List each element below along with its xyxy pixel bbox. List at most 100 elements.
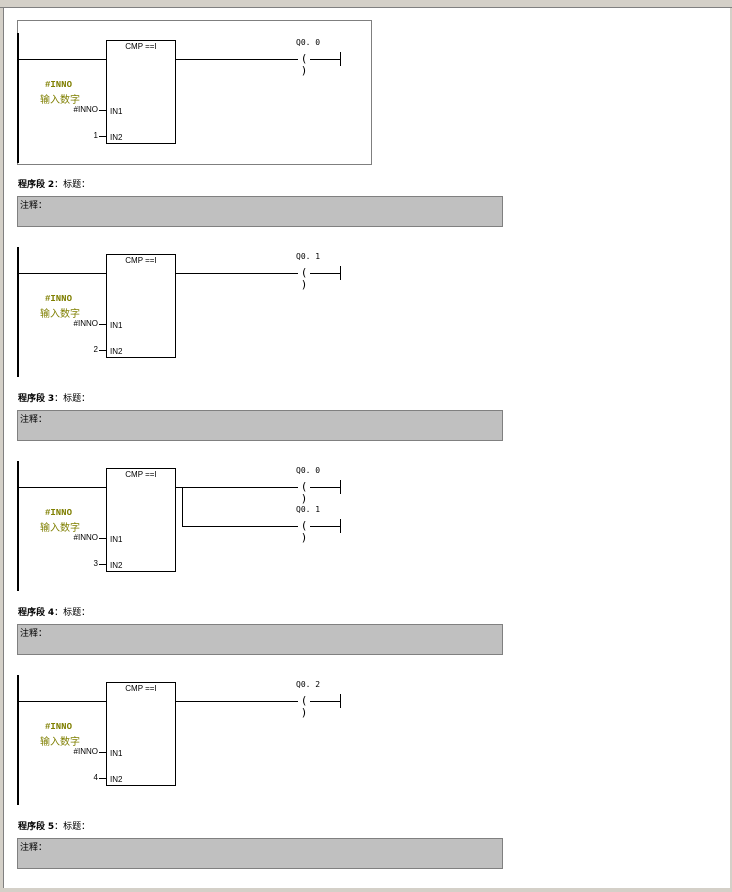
network-2-comment-box[interactable]: 注释： (17, 196, 503, 227)
in1-pin-label: IN1 (110, 749, 123, 758)
coil-address[interactable]: Q0. 1 (296, 252, 321, 261)
coil-symbol[interactable]: ( ) (300, 266, 308, 291)
editor-top-border (0, 0, 732, 8)
network-title-suffix: ：标题： (54, 180, 91, 190)
in1-pin-label: IN1 (110, 107, 123, 116)
coil-end-bar (340, 694, 341, 708)
network-2-title[interactable]: 程序段 2：标题： (18, 177, 90, 190)
in1-operand[interactable]: #INNO (73, 747, 98, 756)
network-number: 3 (47, 394, 55, 404)
coil-end-bar (340, 480, 341, 494)
output-wire (176, 701, 298, 702)
network-number: 2 (47, 180, 55, 190)
network-title-prefix: 程序段 (18, 180, 46, 190)
in2-operand[interactable]: 1 (93, 131, 98, 140)
compare-label: CMP ==I (125, 684, 157, 693)
network-4-comment-box[interactable]: 注释： (17, 624, 503, 655)
network-title-suffix: ：标题： (54, 822, 91, 832)
in2-pin-label: IN2 (110, 133, 123, 142)
network-3-title[interactable]: 程序段 3：标题： (18, 391, 90, 404)
in1-pin-line (99, 110, 106, 111)
coil-symbol[interactable]: ( ) (300, 694, 308, 719)
compare-label: CMP ==I (125, 470, 157, 479)
comment-label: 注释： (20, 629, 48, 639)
coil-address[interactable]: Q0. 1 (296, 505, 321, 514)
network-5-comment-box[interactable]: 注释： (17, 838, 503, 869)
power-rail (17, 247, 19, 377)
variable-name: #INNO (44, 722, 72, 732)
power-rail (17, 33, 19, 163)
in2-pin-label: IN2 (110, 561, 123, 570)
compare-label: CMP ==I (125, 42, 157, 51)
coil-end-bar (340, 266, 341, 280)
branch-output-wire (182, 526, 298, 527)
variable-name: #INNO (44, 80, 72, 90)
network-title-prefix: 程序段 (18, 394, 46, 404)
in2-pin-label: IN2 (110, 775, 123, 784)
power-rail (17, 461, 19, 591)
coil-symbol[interactable]: ( ) (300, 519, 308, 544)
in1-operand[interactable]: #INNO (73, 105, 98, 114)
compare-box[interactable]: CMP ==I IN1 IN2 (106, 682, 176, 786)
in2-pin-label: IN2 (110, 347, 123, 356)
coil-wire (310, 59, 340, 60)
output-wire (176, 487, 298, 488)
variable-comment: 输入数字 (40, 309, 80, 320)
network-4-title[interactable]: 程序段 4：标题： (18, 605, 90, 618)
coil-symbol[interactable]: ( ) (300, 480, 308, 505)
rail-wire (19, 273, 106, 274)
variable-comment: 输入数字 (40, 95, 80, 106)
network-title-prefix: 程序段 (18, 822, 46, 832)
output-wire (176, 59, 298, 60)
comment-label: 注释： (20, 843, 48, 853)
editor-bottom-border (0, 888, 732, 892)
variable-name: #INNO (44, 294, 72, 304)
coil-symbol[interactable]: ( ) (300, 52, 308, 77)
rail-wire (19, 487, 106, 488)
comment-label: 注释： (20, 201, 48, 211)
variable-comment: 输入数字 (40, 737, 80, 748)
network-title-prefix: 程序段 (18, 608, 46, 618)
in1-operand[interactable]: #INNO (73, 319, 98, 328)
coil-wire (310, 701, 340, 702)
in2-operand[interactable]: 2 (93, 345, 98, 354)
in1-pin-line (99, 538, 106, 539)
coil-wire (310, 526, 340, 527)
in2-pin-line (99, 564, 106, 565)
compare-box[interactable]: CMP ==I IN1 IN2 (106, 40, 176, 144)
in1-pin-label: IN1 (110, 535, 123, 544)
branch-wire (182, 487, 183, 526)
in1-pin-line (99, 324, 106, 325)
coil-wire (310, 487, 340, 488)
network-title-suffix: ：标题： (54, 394, 91, 404)
variable-comment: 输入数字 (40, 523, 80, 534)
network-3-comment-box[interactable]: 注释： (17, 410, 503, 441)
editor-right-border (730, 8, 732, 892)
in1-pin-label: IN1 (110, 321, 123, 330)
power-rail (17, 675, 19, 805)
in2-operand[interactable]: 3 (93, 559, 98, 568)
editor-left-border (0, 8, 4, 892)
rail-wire (19, 59, 106, 60)
coil-end-bar (340, 519, 341, 533)
network-number: 5 (47, 822, 55, 832)
compare-label: CMP ==I (125, 256, 157, 265)
network-5-title[interactable]: 程序段 5：标题： (18, 819, 90, 832)
in2-pin-line (99, 778, 106, 779)
network-number: 4 (47, 608, 55, 618)
in2-pin-line (99, 350, 106, 351)
coil-address[interactable]: Q0. 0 (296, 466, 321, 475)
compare-box[interactable]: CMP ==I IN1 IN2 (106, 468, 176, 572)
network-title-suffix: ：标题： (54, 608, 91, 618)
in2-operand[interactable]: 4 (93, 773, 98, 782)
coil-wire (310, 273, 340, 274)
variable-name: #INNO (44, 508, 72, 518)
coil-address[interactable]: Q0. 2 (296, 680, 321, 689)
comment-label: 注释： (20, 415, 48, 425)
in1-pin-line (99, 752, 106, 753)
in2-pin-line (99, 136, 106, 137)
compare-box[interactable]: CMP ==I IN1 IN2 (106, 254, 176, 358)
output-wire (176, 273, 298, 274)
in1-operand[interactable]: #INNO (73, 533, 98, 542)
coil-address[interactable]: Q0. 0 (296, 38, 321, 47)
